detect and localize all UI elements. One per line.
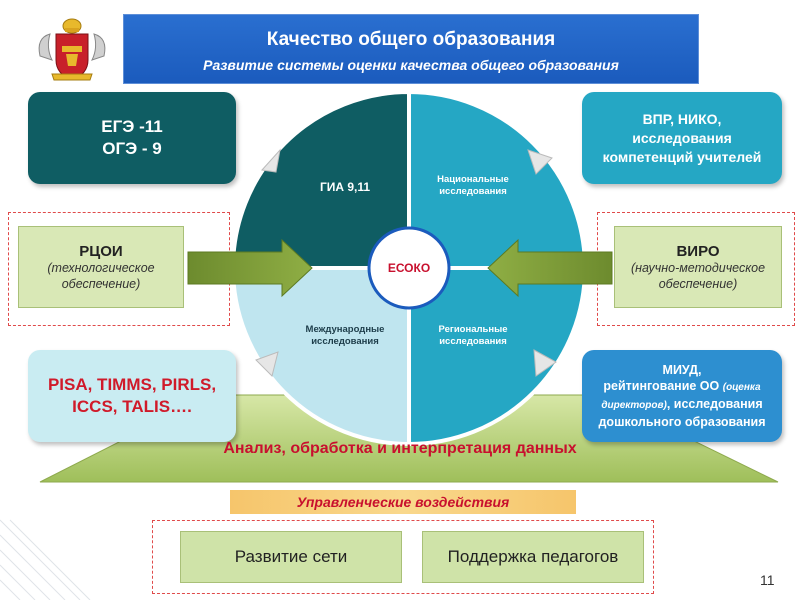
- viro-title: ВИРО: [676, 242, 720, 260]
- arrow-lower-right: [533, 349, 557, 377]
- label-regional-line2: исследования: [439, 336, 507, 347]
- oge-label: ОГЭ - 9: [102, 139, 162, 158]
- label-gia: ГИА 9,11: [319, 180, 371, 194]
- card-miud: МИУД, рейтингование ОО (оценка директоро…: [582, 350, 782, 442]
- miud-line3: директоров), исследования: [601, 396, 762, 414]
- label-regional: Региональные исследования: [418, 324, 528, 348]
- box-teacher-support: Поддержка педагогов: [422, 531, 644, 583]
- page-title: Качество общего образования: [266, 29, 556, 50]
- label-esoko: ЕСОКО: [387, 261, 431, 275]
- viro-line1: (научно-методическое: [630, 260, 766, 275]
- miud-line2-main: рейтингование ОО: [603, 379, 723, 393]
- vpr-line3: компетенций учителей: [602, 148, 762, 165]
- card-ege-oge: ЕГЭ -11 ОГЭ - 9: [28, 92, 236, 184]
- miud-line2-note: (оценка: [722, 382, 761, 393]
- pisa-line2: ICCS, TALIS….: [72, 397, 192, 416]
- label-national-line1: Национальные: [437, 174, 509, 185]
- miud-line4: дошкольного образования: [598, 415, 766, 429]
- dashed-frame-bottom: [152, 520, 654, 594]
- label-international: Международные исследования: [290, 324, 400, 348]
- rcoi-title: РЦОИ: [79, 242, 123, 260]
- arrow-upper-right: [527, 149, 553, 175]
- quadrant-regional: [407, 266, 588, 447]
- vpr-line1: ВПР, НИКО,: [642, 110, 722, 127]
- management-bar: Управленческие воздействия: [230, 490, 576, 514]
- miud-line2: рейтингование ОО (оценка: [603, 378, 760, 396]
- card-vpr-niko: ВПР, НИКО, исследования компетенций учит…: [582, 92, 782, 184]
- rcoi-line1: (технологическое: [47, 260, 155, 275]
- ege-label: ЕГЭ -11: [101, 117, 163, 136]
- quadrant-gia: [230, 89, 411, 270]
- label-national: Национальные исследования: [418, 174, 528, 198]
- viro-line2: обеспечение): [658, 276, 738, 291]
- miud-line3-main: , исследования: [666, 397, 763, 411]
- coat-of-arms-logo: [38, 18, 106, 81]
- arrow-upper-left: [261, 148, 281, 173]
- card-pisa: PISA, TIMMS, PIRLS, ICCS, TALIS….: [28, 350, 236, 442]
- label-international-line1: Международные: [305, 324, 385, 335]
- box-network-development: Развитие сети: [180, 531, 402, 583]
- analysis-label: Анализ, обработка и интерпретация данных: [223, 440, 577, 457]
- label-national-line2: исследования: [439, 186, 507, 197]
- vpr-line2: исследования: [632, 129, 732, 146]
- pisa-line1: PISA, TIMMS, PIRLS,: [47, 375, 217, 394]
- arrow-lower-left: [255, 351, 279, 377]
- label-international-line2: исследования: [311, 336, 379, 347]
- header-banner: Качество общего образования Развитие сис…: [123, 14, 699, 84]
- quadrant-national: [407, 89, 588, 270]
- esoko-center-circle: [367, 226, 451, 310]
- rcoi-line2: обеспечение): [61, 276, 141, 291]
- box-viro: ВИРО (научно-методическое обеспечение): [614, 226, 782, 308]
- label-regional-line1: Региональные: [438, 324, 508, 335]
- miud-line3-note: директоров): [601, 400, 667, 411]
- page-number: 11: [760, 572, 775, 588]
- box-rcoi: РЦОИ (технологическое обеспечение): [18, 226, 184, 308]
- green-arrow-left: [187, 238, 313, 298]
- quadrant-international: [230, 266, 411, 447]
- miud-line1: МИУД,: [662, 363, 702, 377]
- page-subtitle: Развитие системы оценки качества общего …: [203, 57, 619, 73]
- green-arrow-right: [487, 238, 613, 298]
